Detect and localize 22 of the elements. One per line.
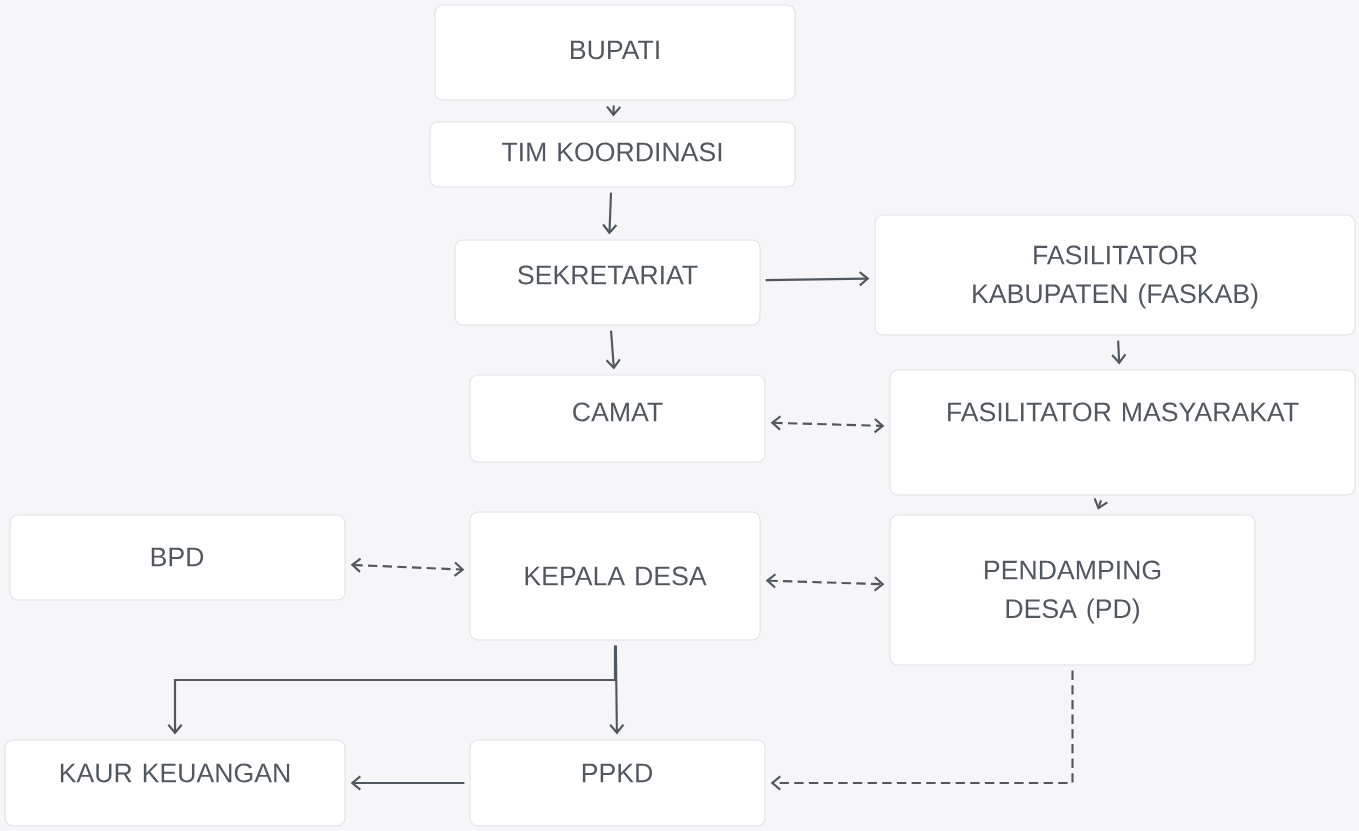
process-box: KEPALA DESA (469, 511, 761, 641)
arrow (350, 775, 465, 791)
arrow (609, 645, 625, 735)
arrow (1111, 340, 1127, 365)
arrow (770, 415, 885, 434)
process-box: BPD (9, 514, 346, 601)
process-box: FASILITATOR MASYARAKAT (889, 369, 1356, 496)
arrow (765, 573, 885, 592)
arrow (167, 645, 617, 735)
process-box: PENDAMPING DESA (PD) (889, 514, 1256, 666)
process-box: FASILITATOR KABUPATEN (FASKAB) (874, 214, 1356, 336)
arrow (350, 557, 465, 577)
process-box: SEKRETARIAT (454, 239, 761, 326)
arrow (602, 192, 618, 235)
process-box: CAMAT (469, 374, 766, 463)
arrow (605, 330, 621, 370)
process-box: PPKD (469, 739, 766, 827)
process-box: TIM KOORDINASI (429, 121, 796, 188)
arrow (770, 670, 1074, 791)
process-box: BUPATI (434, 4, 796, 101)
process-box: KAUR KEUANGAN (4, 739, 346, 827)
arrow (765, 271, 870, 287)
